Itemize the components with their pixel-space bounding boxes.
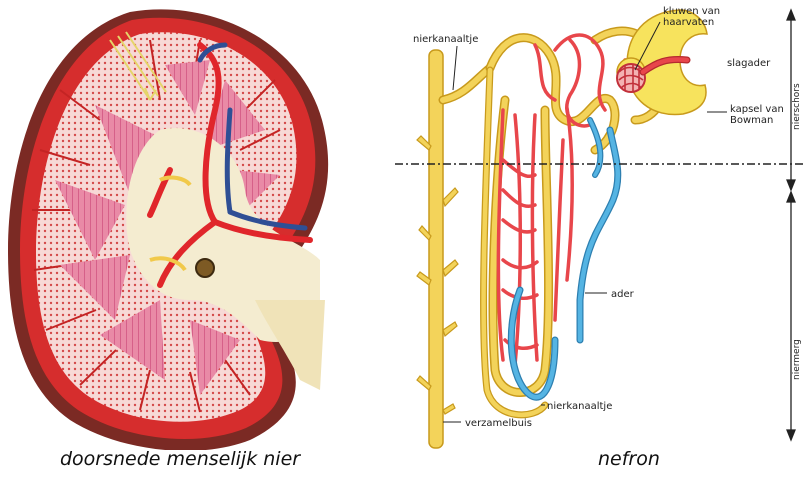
label-nierschors: nierschors (792, 83, 802, 130)
label-ader: ader (611, 289, 635, 300)
label-nierkanaaltje-bottom: nierkanaaltje (547, 401, 612, 412)
caption-nephron: nefron (598, 448, 660, 470)
kidney-illustration (0, 0, 340, 450)
kidney-cross-section-image (0, 0, 340, 450)
label-verzamelbuis: verzamelbuis (465, 418, 532, 429)
glomerulus (617, 64, 645, 92)
label-niermerg: niermerg (792, 339, 802, 380)
nephron-diagram: nierschors niermerg nierkanaaltje kluwen… (395, 0, 803, 450)
veins (511, 120, 618, 397)
label-nierkanaaltje-top: nierkanaaltje (413, 34, 478, 45)
label-slagader: slagader (727, 58, 771, 69)
label-kluwen: kluwen van haarvaten (663, 6, 723, 28)
nephron-svg: nierschors niermerg nierkanaaltje kluwen… (395, 0, 803, 450)
collecting-duct (417, 50, 458, 448)
label-kapsel-van-bowman: kapsel van Bowman (730, 104, 787, 126)
caption-kidney-cross-section: doorsnede menselijk nier (60, 448, 300, 470)
